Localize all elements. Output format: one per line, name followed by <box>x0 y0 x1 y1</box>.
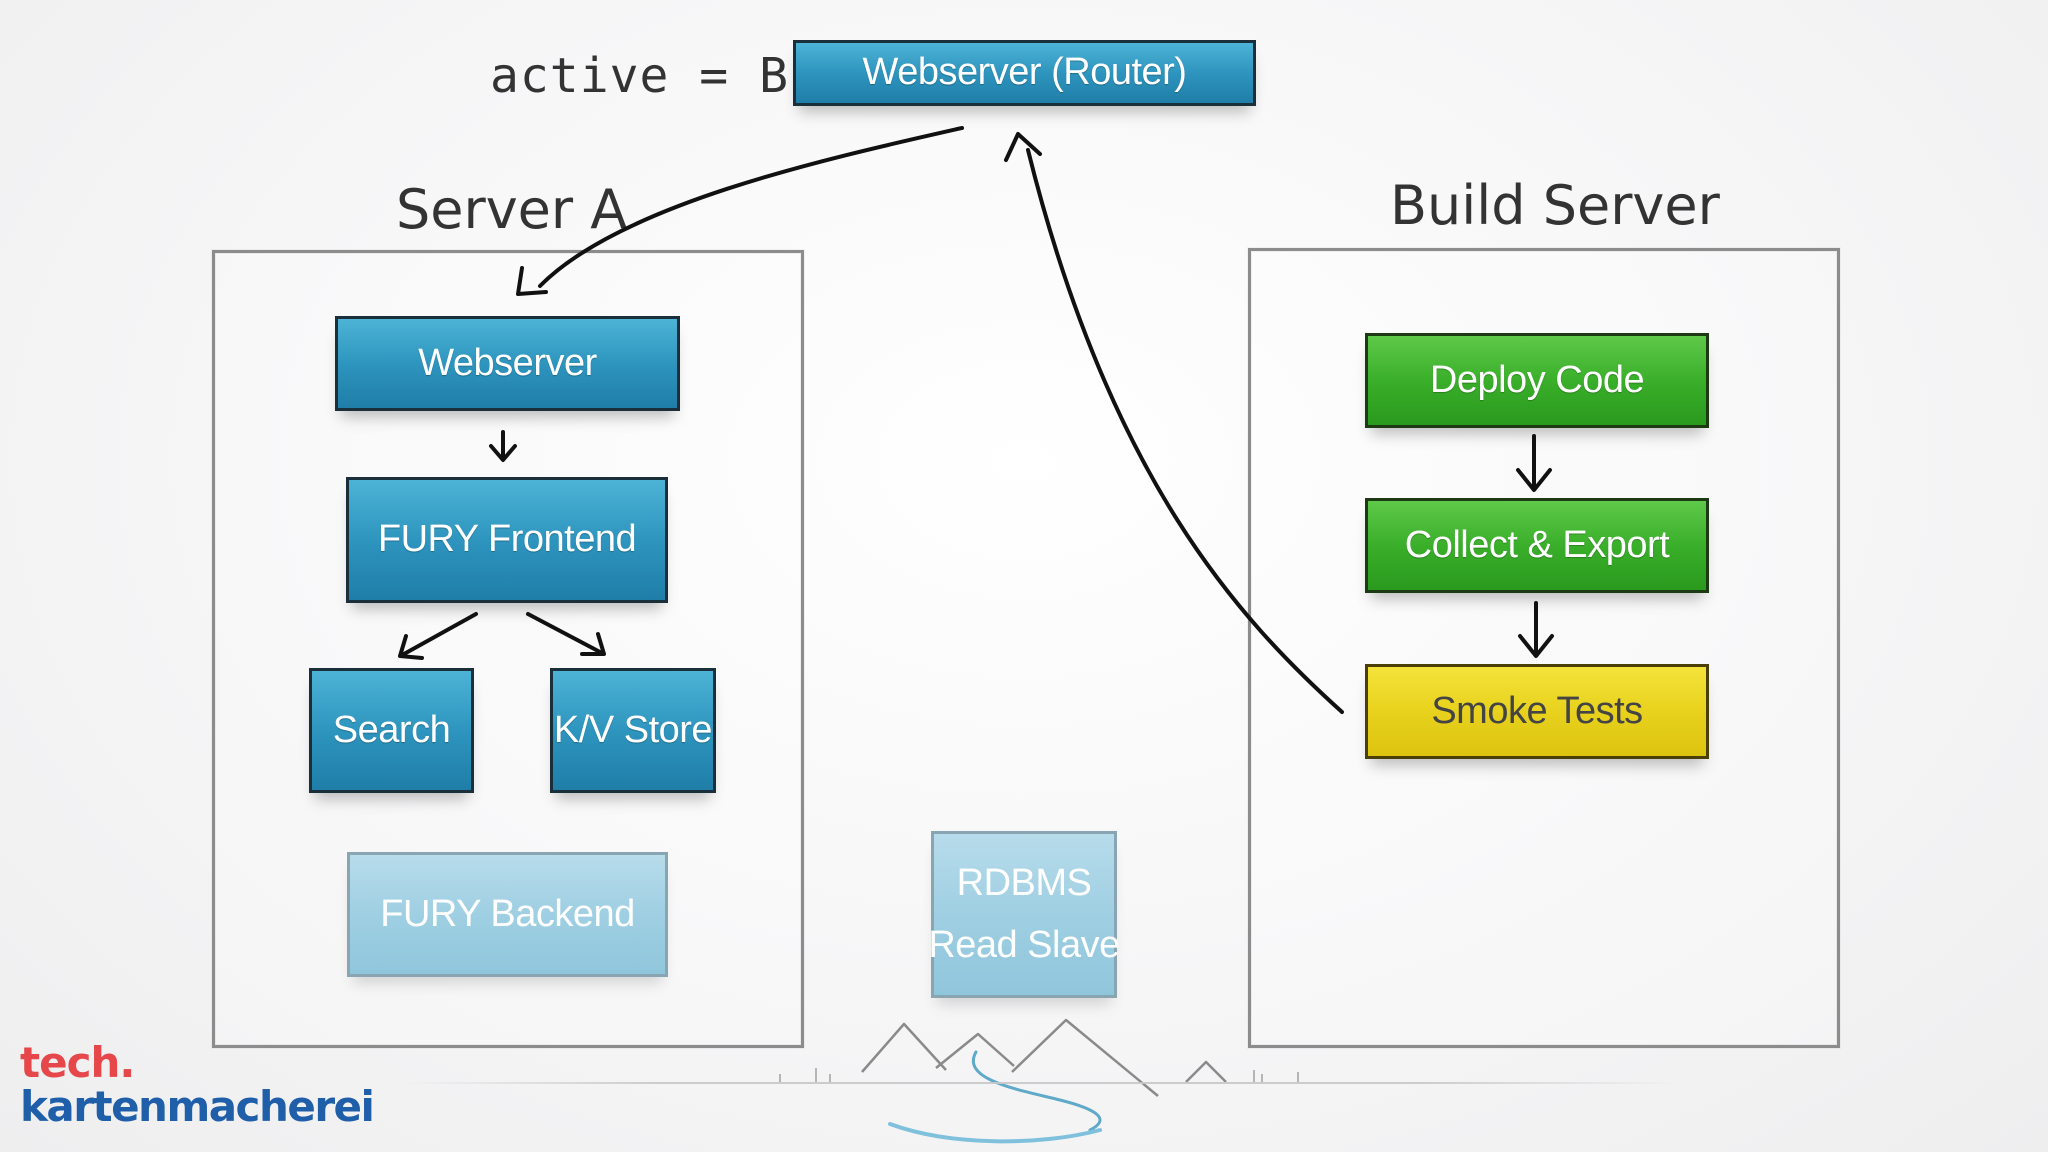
search-label: Search <box>332 708 451 751</box>
server-a-title: Server A <box>396 178 628 241</box>
smoke-tests-label: Smoke Tests <box>1431 689 1643 732</box>
rdbms-box: RDBMS Read Slave <box>928 831 1120 998</box>
rdbms-label-line1: RDBMS <box>956 862 1092 904</box>
logo-line2: kartenmacherei <box>20 1082 375 1131</box>
search-box: Search <box>309 668 474 793</box>
kv-store-box: K/V Store <box>550 668 716 793</box>
arrowhead-smoke-tests-to-router <box>1004 132 1042 162</box>
collect-export-box: Collect & Export <box>1365 498 1709 593</box>
kv-store-label: K/V Store <box>553 708 713 751</box>
logo-line1: tech. <box>20 1038 135 1087</box>
deploy-code-box: Deploy Code <box>1365 333 1709 428</box>
active-server-label: active = B <box>490 48 789 104</box>
river-decoration <box>888 1050 1102 1144</box>
fury-frontend-label: FURY Frontend <box>377 518 637 561</box>
fury-backend-box: FURY Backend <box>347 852 668 977</box>
webserver-label: Webserver <box>418 341 597 384</box>
smoke-tests-box: Smoke Tests <box>1365 664 1709 759</box>
trees-decoration <box>779 1068 1299 1082</box>
webserver-box: Webserver <box>335 316 680 411</box>
build-server-title: Build Server <box>1390 174 1720 237</box>
ground-line <box>400 1082 1680 1084</box>
tech-kartenmacherei-logo: tech. kartenmacherei <box>20 1038 375 1131</box>
router-label: Webserver (Router) <box>862 51 1187 94</box>
fury-backend-label: FURY Backend <box>380 892 635 935</box>
rdbms-label-line2: Read Slave <box>928 923 1120 966</box>
deploy-code-label: Deploy Code <box>1429 358 1645 401</box>
collect-export-label: Collect & Export <box>1404 523 1670 566</box>
fury-frontend-box: FURY Frontend <box>346 477 668 603</box>
router-box: Webserver (Router) <box>793 40 1256 106</box>
mountains-decoration <box>861 1018 1227 1097</box>
